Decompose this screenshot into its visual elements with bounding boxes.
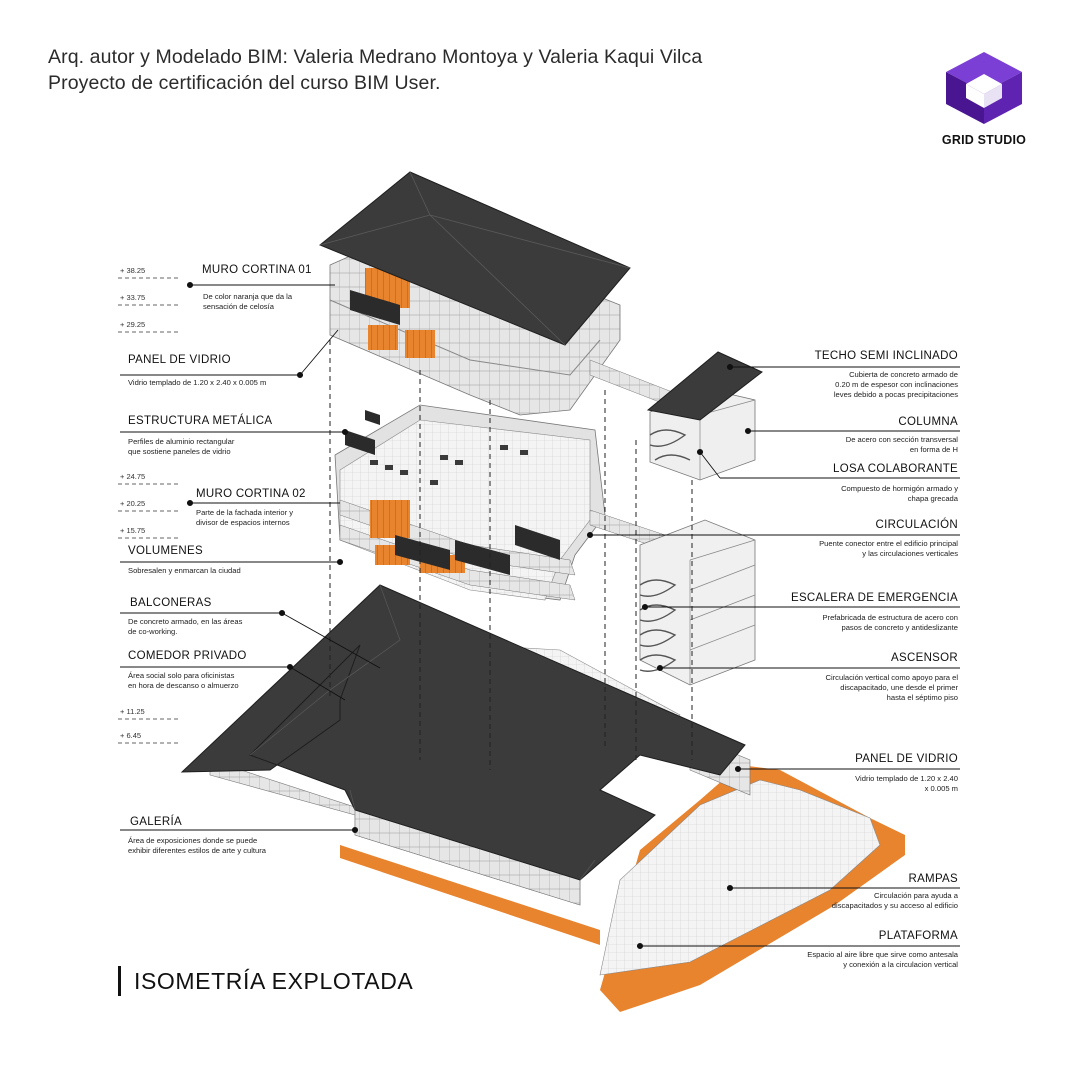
desc-plataforma: Espacio al aire libre que sirve como ant… xyxy=(807,950,958,969)
elevation-label: + 29.25 xyxy=(120,320,146,329)
desc-galeria: Área de exposiciones donde se puede exhi… xyxy=(128,836,267,855)
label-ascensor: ASCENSOR xyxy=(891,652,958,664)
label-balconeras: BALCONERAS xyxy=(130,597,212,609)
label-escalera-de-emergencia: ESCALERA DE EMERGENCIA xyxy=(790,592,958,604)
label-columna: COLUMNA xyxy=(898,416,958,428)
diagram-title-text: ISOMETRÍA EXPLOTADA xyxy=(134,968,414,994)
desc-estructura-metalica: Perfiles de aluminio rectangular que sos… xyxy=(128,437,235,456)
elevation-label: + 38.25 xyxy=(120,266,146,275)
elevation-label: + 6.45 xyxy=(120,731,142,740)
credits-line-project: Proyecto de certificación del curso BIM … xyxy=(48,72,441,94)
label-galeria: GALERÍA xyxy=(130,816,182,828)
label-muro-cortina-01: MURO CORTINA 01 xyxy=(202,264,312,276)
label-panel-de-vidrio-right: PANEL DE VIDRIO xyxy=(855,753,958,765)
right-leaders xyxy=(586,363,960,950)
platform-base xyxy=(340,765,905,1012)
ground-floor-block xyxy=(180,584,751,906)
label-plataforma: PLATAFORMA xyxy=(878,930,958,942)
desc-circulacion: Puente conector entre el edificio princi… xyxy=(819,539,958,558)
title-accent-bar xyxy=(118,966,121,996)
elevation-label: + 15.75 xyxy=(120,526,146,535)
credits-header: Arq. autor y Modelado BIM: Valeria Medra… xyxy=(48,44,702,96)
desc-rampas: Circulación para ayuda a discapacitados … xyxy=(831,891,958,910)
desc-balconeras: De concreto armado, en las áreas de co-w… xyxy=(128,617,243,636)
label-circulacion: CIRCULACIÓN xyxy=(875,519,958,531)
label-estructura-metalica: ESTRUCTURA METÁLICA xyxy=(128,415,273,427)
elevation-ticks xyxy=(118,277,180,744)
elevation-label: + 11.25 xyxy=(120,707,145,716)
elevation-label: + 20.25 xyxy=(120,499,146,508)
top-floors-block xyxy=(319,171,763,481)
desc-muro-cortina-02: Parte de la fachada interior y divisor d… xyxy=(196,508,294,527)
label-muro-cortina-02: MURO CORTINA 02 xyxy=(196,488,306,500)
label-losa-colaborante: LOSA COLABORANTE xyxy=(833,463,958,475)
desc-muro-cortina-01: De color naranja que da la sensación de … xyxy=(203,292,293,311)
desc-techo-semi-inclinado: Cubierta de concreto armado de 0.20 m de… xyxy=(833,370,958,399)
label-rampas: RAMPAS xyxy=(908,873,958,885)
label-volumenes: VOLUMENES xyxy=(128,545,203,557)
desc-panel-de-vidrio-left: Vidrio templado de 1.20 x 2.40 x 0.005 m xyxy=(128,378,267,387)
elevation-label: + 33.75 xyxy=(120,293,146,302)
desc-volumenes: Sobresalen y enmarcan la ciudad xyxy=(128,566,241,575)
elevation-label: + 24.75 xyxy=(120,472,146,481)
desc-ascensor: Circulación vertical como apoyo para el … xyxy=(825,673,958,702)
left-leaders xyxy=(120,281,381,834)
desc-escalera-de-emergencia: Prefabricada de estructura de acero con … xyxy=(822,613,958,632)
desc-columna: De acero con sección transversal en form… xyxy=(845,435,958,454)
desc-losa-colaborante: Compuesto de hormigón armado y chapa gre… xyxy=(841,484,958,503)
brand-name: GRID STUDIO xyxy=(941,133,1027,147)
desc-comedor-privado: Área social solo para oficinistas en hor… xyxy=(128,671,239,690)
middle-floors-block xyxy=(334,404,756,686)
desc-panel-de-vidrio-right: Vidrio templado de 1.20 x 2.40 x 0.005 m xyxy=(855,774,958,793)
cube-icon xyxy=(946,52,1022,124)
credits-line-authors: Arq. autor y Modelado BIM: Valeria Medra… xyxy=(48,46,703,68)
label-techo-semi-inclinado: TECHO SEMI INCLINADO xyxy=(814,350,958,362)
label-panel-de-vidrio-left: PANEL DE VIDRIO xyxy=(128,354,231,366)
label-comedor-privado: COMEDOR PRIVADO xyxy=(128,650,247,662)
brand-logo: GRID STUDIO xyxy=(940,50,1028,147)
